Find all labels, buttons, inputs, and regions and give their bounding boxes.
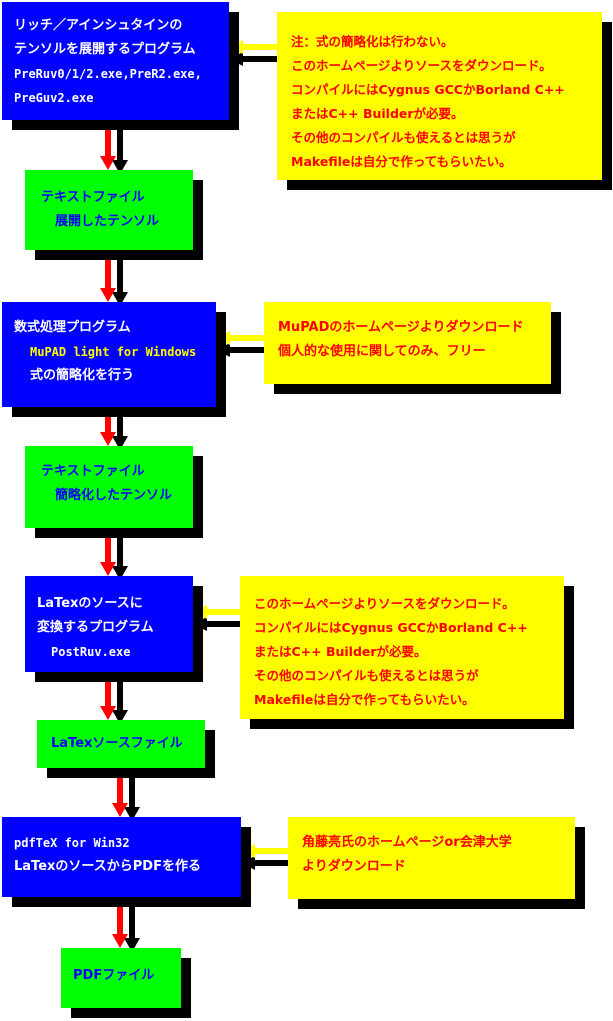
note-box-source-download-1: 注：式の簡略化は行わない。 このホームページよりソースをダウンロード。 コンパイ… bbox=[277, 12, 602, 180]
text-line: テンソルを展開するプログラム bbox=[14, 42, 196, 57]
file-box-expanded-tensor: テキストファイル 展開したテンソル bbox=[25, 170, 193, 250]
process-box-latex-convert: LaTexのソースに 変換するプログラム PostRuv.exe bbox=[25, 576, 193, 672]
text-line: コンパイルにはCygnus GCCかBorland C++ bbox=[254, 620, 528, 635]
process-box-mupad: 数式処理プログラム MuPAD light for Windows 式の簡略化を… bbox=[2, 302, 216, 407]
text-line: MuPAD light for Windows bbox=[30, 345, 197, 359]
reference-arrow bbox=[193, 605, 240, 619]
flow-arrow bbox=[100, 250, 116, 302]
flow-arrow bbox=[100, 120, 116, 170]
text-line: その他のコンパイルも使えるとは思うが bbox=[291, 130, 516, 145]
flow-arrow bbox=[100, 407, 116, 446]
text-line: このホームページよりソースをダウンロード。 bbox=[291, 58, 552, 73]
text-line: 展開したテンソル bbox=[55, 214, 160, 229]
text-line: pdfTeX for Win32 bbox=[14, 836, 130, 850]
flow-arrow bbox=[112, 768, 128, 817]
text-line: PDFファイル bbox=[73, 968, 155, 983]
file-box-pdf: PDFファイル bbox=[61, 948, 181, 1008]
text-line: 注：式の簡略化は行わない。 bbox=[291, 34, 454, 49]
text-line: その他のコンパイルも使えるとは思うが bbox=[254, 668, 479, 683]
process-box-expand-tensor: リッチ／アインシュタインの テンソルを展開するプログラム PreRuv0/1/2… bbox=[2, 2, 229, 120]
flow-arrow-shadow bbox=[112, 252, 128, 306]
flow-arrow-shadow bbox=[112, 674, 128, 724]
text-line: 式の簡略化を行う bbox=[30, 368, 135, 383]
process-box-pdftex: pdfTeX for Win32 LaTexのソースからPDFを作る bbox=[2, 817, 241, 897]
reference-arrow-shadow bbox=[229, 52, 277, 66]
flow-arrow-shadow bbox=[112, 122, 128, 174]
text-line: 数式処理プログラム bbox=[14, 320, 131, 335]
text-line: PostRuv.exe bbox=[51, 645, 131, 659]
note-box-source-download-2: このホームページよりソースをダウンロード。 コンパイルにはCygnus GCCか… bbox=[240, 576, 564, 719]
flow-arrow-shadow bbox=[112, 409, 128, 450]
flow-arrow-shadow bbox=[124, 899, 140, 952]
reference-arrow-shadow bbox=[193, 617, 240, 631]
note-box-pdftex-download: 角藤亮氏のホームページor会津大学 よりダウンロード bbox=[288, 817, 575, 899]
text-line: リッチ／アインシュタインの bbox=[14, 18, 183, 33]
text-line: コンパイルにはCygnus GCCかBorland C++ bbox=[291, 82, 565, 97]
flow-arrow bbox=[100, 528, 116, 576]
reference-arrow-shadow bbox=[241, 856, 288, 870]
text-line: テキストファイル bbox=[41, 464, 145, 479]
file-box-latex-source: LaTexソースファイル bbox=[37, 720, 205, 768]
reference-arrow bbox=[241, 844, 288, 858]
file-box-simplified-tensor: テキストファイル 簡略化したテンソル bbox=[25, 446, 193, 528]
reference-arrow-shadow bbox=[216, 343, 264, 357]
text-line: テキストファイル bbox=[41, 190, 145, 205]
flow-arrow-shadow bbox=[124, 770, 140, 821]
reference-arrow bbox=[216, 331, 264, 345]
text-line: 個人的な使用に関してのみ、フリー bbox=[278, 344, 486, 359]
text-line: LaTexのソースに bbox=[37, 596, 143, 611]
flow-arrow bbox=[112, 897, 128, 948]
text-line: LaTexのソースからPDFを作る bbox=[14, 859, 201, 874]
text-line: PreRuv0/1/2.exe,PreR2.exe, bbox=[14, 67, 202, 81]
text-line: PreGuv2.exe bbox=[14, 91, 94, 105]
text-line: MuPADのホームページよりダウンロード bbox=[278, 320, 524, 335]
text-line: またはC++ Builderが必要。 bbox=[254, 644, 427, 659]
text-line: LaTexソースファイル bbox=[51, 736, 183, 751]
reference-arrow bbox=[229, 40, 277, 54]
text-line: またはC++ Builderが必要。 bbox=[291, 106, 464, 121]
text-line: Makefileは自分で作ってもらいたい。 bbox=[254, 692, 475, 707]
text-line: このホームページよりソースをダウンロード。 bbox=[254, 596, 515, 611]
text-line: 変換するプログラム bbox=[37, 620, 154, 635]
flow-arrow bbox=[100, 672, 116, 720]
text-line: よりダウンロード bbox=[302, 859, 406, 874]
flow-arrow-shadow bbox=[112, 530, 128, 580]
text-line: 簡略化したテンソル bbox=[55, 488, 173, 503]
note-box-mupad-download: MuPADのホームページよりダウンロード 個人的な使用に関してのみ、フリー bbox=[264, 302, 551, 384]
text-line: 角藤亮氏のホームページor会津大学 bbox=[302, 835, 512, 850]
text-line: Makefileは自分で作ってもらいたい。 bbox=[291, 154, 512, 169]
